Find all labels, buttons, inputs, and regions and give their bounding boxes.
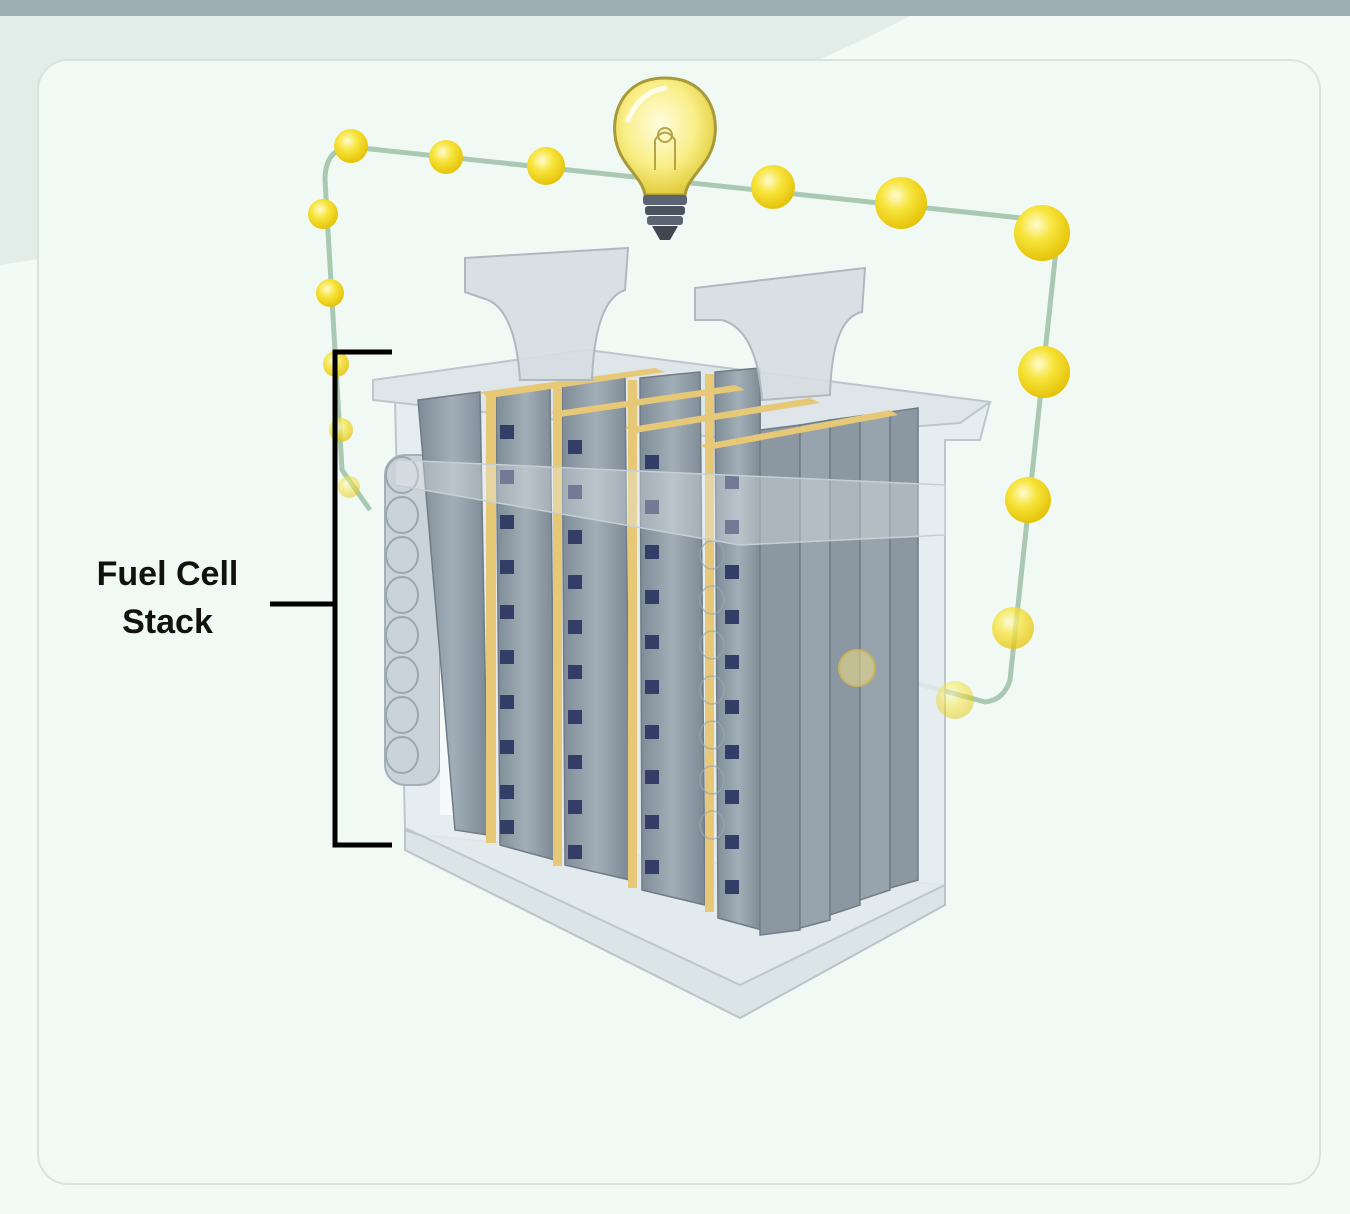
electron — [875, 177, 927, 229]
electron — [1005, 477, 1051, 523]
electron — [1014, 205, 1070, 261]
label-line-2: Stack — [40, 598, 295, 646]
electron — [334, 129, 368, 163]
electron — [992, 607, 1034, 649]
label-line-1: Fuel Cell — [40, 550, 295, 598]
electron — [429, 140, 463, 174]
electron — [1018, 346, 1070, 398]
electron — [936, 681, 974, 719]
electron — [308, 199, 338, 229]
electron — [316, 279, 344, 307]
terminal — [839, 650, 875, 686]
electron — [338, 476, 360, 498]
electron — [751, 165, 795, 209]
electron — [527, 147, 565, 185]
fuel-cell-stack-label: Fuel Cell Stack — [40, 550, 295, 646]
